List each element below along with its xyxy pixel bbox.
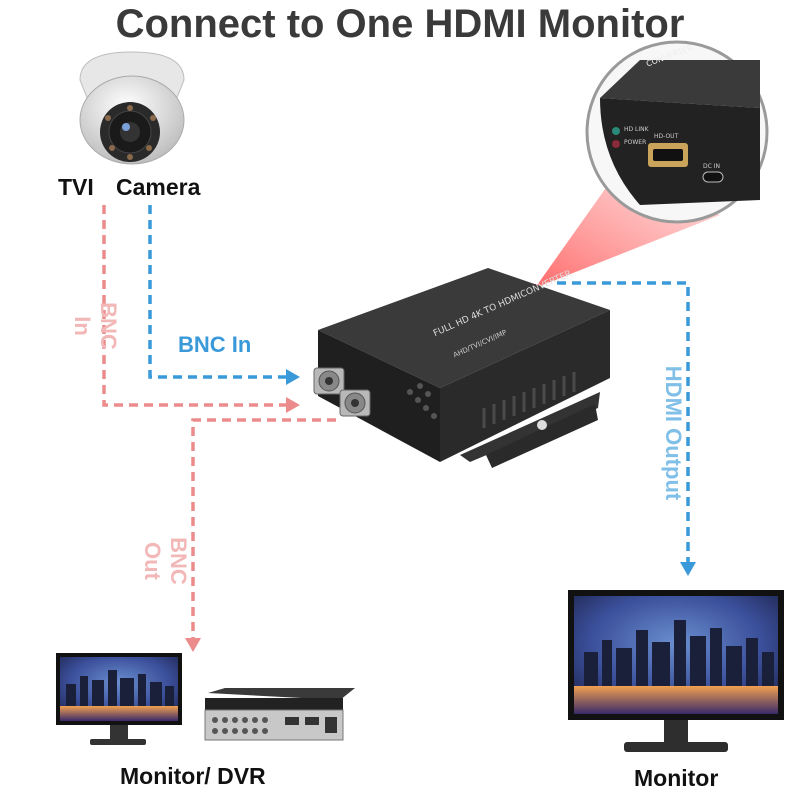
hdmi-output-label: HDMI Output xyxy=(661,365,686,501)
bnc-connector-1 xyxy=(313,367,345,395)
inset-led-hd-link: HD LINK xyxy=(624,126,649,133)
bnc-in-pink-arrow xyxy=(286,397,300,413)
bnc-out-arrow xyxy=(185,638,201,652)
tvi-label: TVI xyxy=(58,174,94,200)
monitor-label: Monitor xyxy=(634,765,719,791)
bnc-connector-2 xyxy=(339,389,371,417)
inset-dc-in: DC IN xyxy=(703,163,720,170)
bnc-out-line xyxy=(191,418,336,642)
inset-hd-out-port: HD-OUT xyxy=(654,133,679,140)
zoom-inset xyxy=(585,40,769,224)
bnc-out-label: BNC Out xyxy=(140,537,191,585)
bnc-in-vertical-label: BNC In xyxy=(70,302,121,350)
right-monitor xyxy=(568,590,784,752)
page-title: Connect to One HDMI Monitor xyxy=(115,2,685,46)
converter-box xyxy=(313,268,610,468)
bnc-in-pink-line xyxy=(102,205,292,407)
hdmi-output-line xyxy=(557,281,690,566)
hdmi-output-arrow xyxy=(680,562,696,576)
bnc-in-blue-arrow xyxy=(286,369,300,385)
bnc-in-blue-line xyxy=(148,205,292,379)
dome-camera xyxy=(79,51,185,165)
monitor-dvr-label: Monitor/ DVR xyxy=(120,763,266,789)
bnc-in-horizontal-label: BNC In xyxy=(178,332,252,357)
left-monitor xyxy=(56,653,182,745)
camera-label: Camera xyxy=(116,174,201,200)
dvr-device xyxy=(204,688,355,741)
inset-led-power: POWER xyxy=(624,139,647,146)
